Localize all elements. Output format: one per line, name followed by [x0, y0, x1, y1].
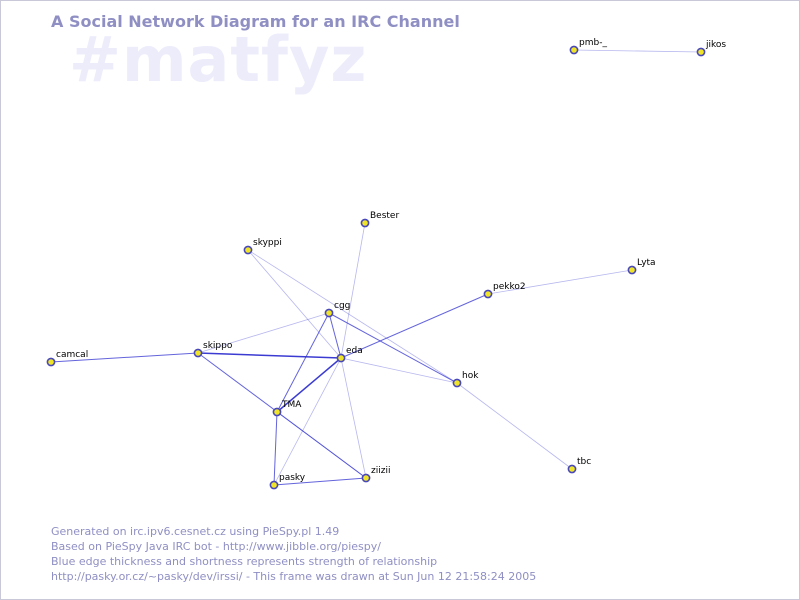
- node-label: Bester: [370, 211, 399, 221]
- node-label: pmb-_: [579, 38, 607, 48]
- node-label: skippo: [203, 341, 233, 351]
- node-label: skyppi: [253, 238, 282, 248]
- node-marker: [46, 357, 56, 367]
- edge-TMA-pasky: [273, 411, 278, 486]
- edges-layer: [50, 49, 702, 486]
- node-marker: [272, 407, 282, 417]
- node-skyppi: skyppi: [243, 238, 282, 255]
- edge-hok-tbc: [456, 382, 573, 470]
- node-marker: [324, 308, 334, 318]
- node-label: hok: [462, 371, 479, 381]
- node-Bester: Bester: [360, 211, 399, 228]
- node-label: TMA: [281, 400, 302, 410]
- node-cgg: cgg: [324, 301, 350, 318]
- edge-skippo-eda: [197, 352, 342, 359]
- edge-eda-hok: [340, 357, 458, 384]
- edge-skippo-ziizii: [197, 352, 367, 479]
- node-pmb-_: pmb-_: [569, 38, 607, 55]
- edge-eda-pasky: [273, 357, 342, 486]
- node-marker: [336, 353, 346, 363]
- footer-line-generated: Generated on irc.ipv6.cesnet.cz using Pi…: [51, 525, 340, 538]
- node-ziizii: ziizii: [361, 466, 390, 483]
- channel-watermark: #matfyz: [69, 23, 368, 96]
- edge-eda-ziizii: [340, 357, 367, 479]
- edge-Bester-eda: [340, 222, 366, 359]
- node-marker: [696, 47, 706, 57]
- edge-Lyta-pekko2: [487, 269, 633, 295]
- node-label: jikos: [705, 40, 726, 50]
- node-marker: [193, 348, 203, 358]
- edge-TMA-ziizii: [276, 411, 367, 479]
- edge-skippo-cgg: [197, 312, 330, 354]
- edge-skyppi-eda: [247, 249, 342, 359]
- footer-line-based-on: Based on PieSpy Java IRC bot - http://ww…: [51, 540, 381, 553]
- node-marker: [627, 265, 637, 275]
- node-label: cgg: [334, 301, 350, 311]
- page-title: A Social Network Diagram for an IRC Chan…: [51, 12, 460, 31]
- node-marker: [269, 480, 279, 490]
- node-label: pekko2: [493, 282, 526, 292]
- node-TMA: TMA: [272, 400, 302, 417]
- node-skippo: skippo: [193, 341, 233, 358]
- node-marker: [243, 245, 253, 255]
- node-marker: [567, 464, 577, 474]
- footer-credits: Generated on irc.ipv6.cesnet.cz using Pi…: [51, 524, 536, 584]
- edge-pasky-ziizii: [273, 477, 367, 486]
- node-label: tbc: [577, 457, 591, 467]
- node-label: ziizii: [371, 466, 390, 476]
- node-hok: hok: [452, 371, 479, 388]
- footer-line-legend: Blue edge thickness and shortness repres…: [51, 555, 438, 568]
- node-marker: [569, 45, 579, 55]
- node-label: Lyta: [637, 258, 656, 268]
- edge-cgg-hok: [328, 312, 458, 384]
- node-label: pasky: [279, 473, 306, 483]
- node-marker: [360, 218, 370, 228]
- edge-pmb-_-jikos: [573, 49, 702, 53]
- node-marker: [361, 473, 371, 483]
- node-label: eda: [346, 346, 363, 356]
- edge-pekko2-eda: [340, 293, 489, 359]
- node-pasky: pasky: [269, 473, 306, 490]
- node-jikos: jikos: [696, 40, 726, 57]
- node-label: camcal: [56, 350, 88, 360]
- node-marker: [452, 378, 462, 388]
- edge-cgg-TMA: [276, 312, 330, 413]
- edge-skyppi-hok: [247, 249, 458, 384]
- edge-eda-TMA: [276, 357, 342, 413]
- node-camcal: camcal: [46, 350, 88, 367]
- node-tbc: tbc: [567, 457, 591, 474]
- node-marker: [483, 289, 493, 299]
- edge-cgg-eda: [328, 312, 342, 359]
- node-eda: eda: [336, 346, 363, 363]
- footer-line-url-timestamp: http://pasky.or.cz/~pasky/dev/irssi/ - T…: [51, 570, 537, 583]
- node-pekko2: pekko2: [483, 282, 526, 299]
- edge-camcal-skippo: [50, 352, 199, 363]
- node-Lyta: Lyta: [627, 258, 656, 275]
